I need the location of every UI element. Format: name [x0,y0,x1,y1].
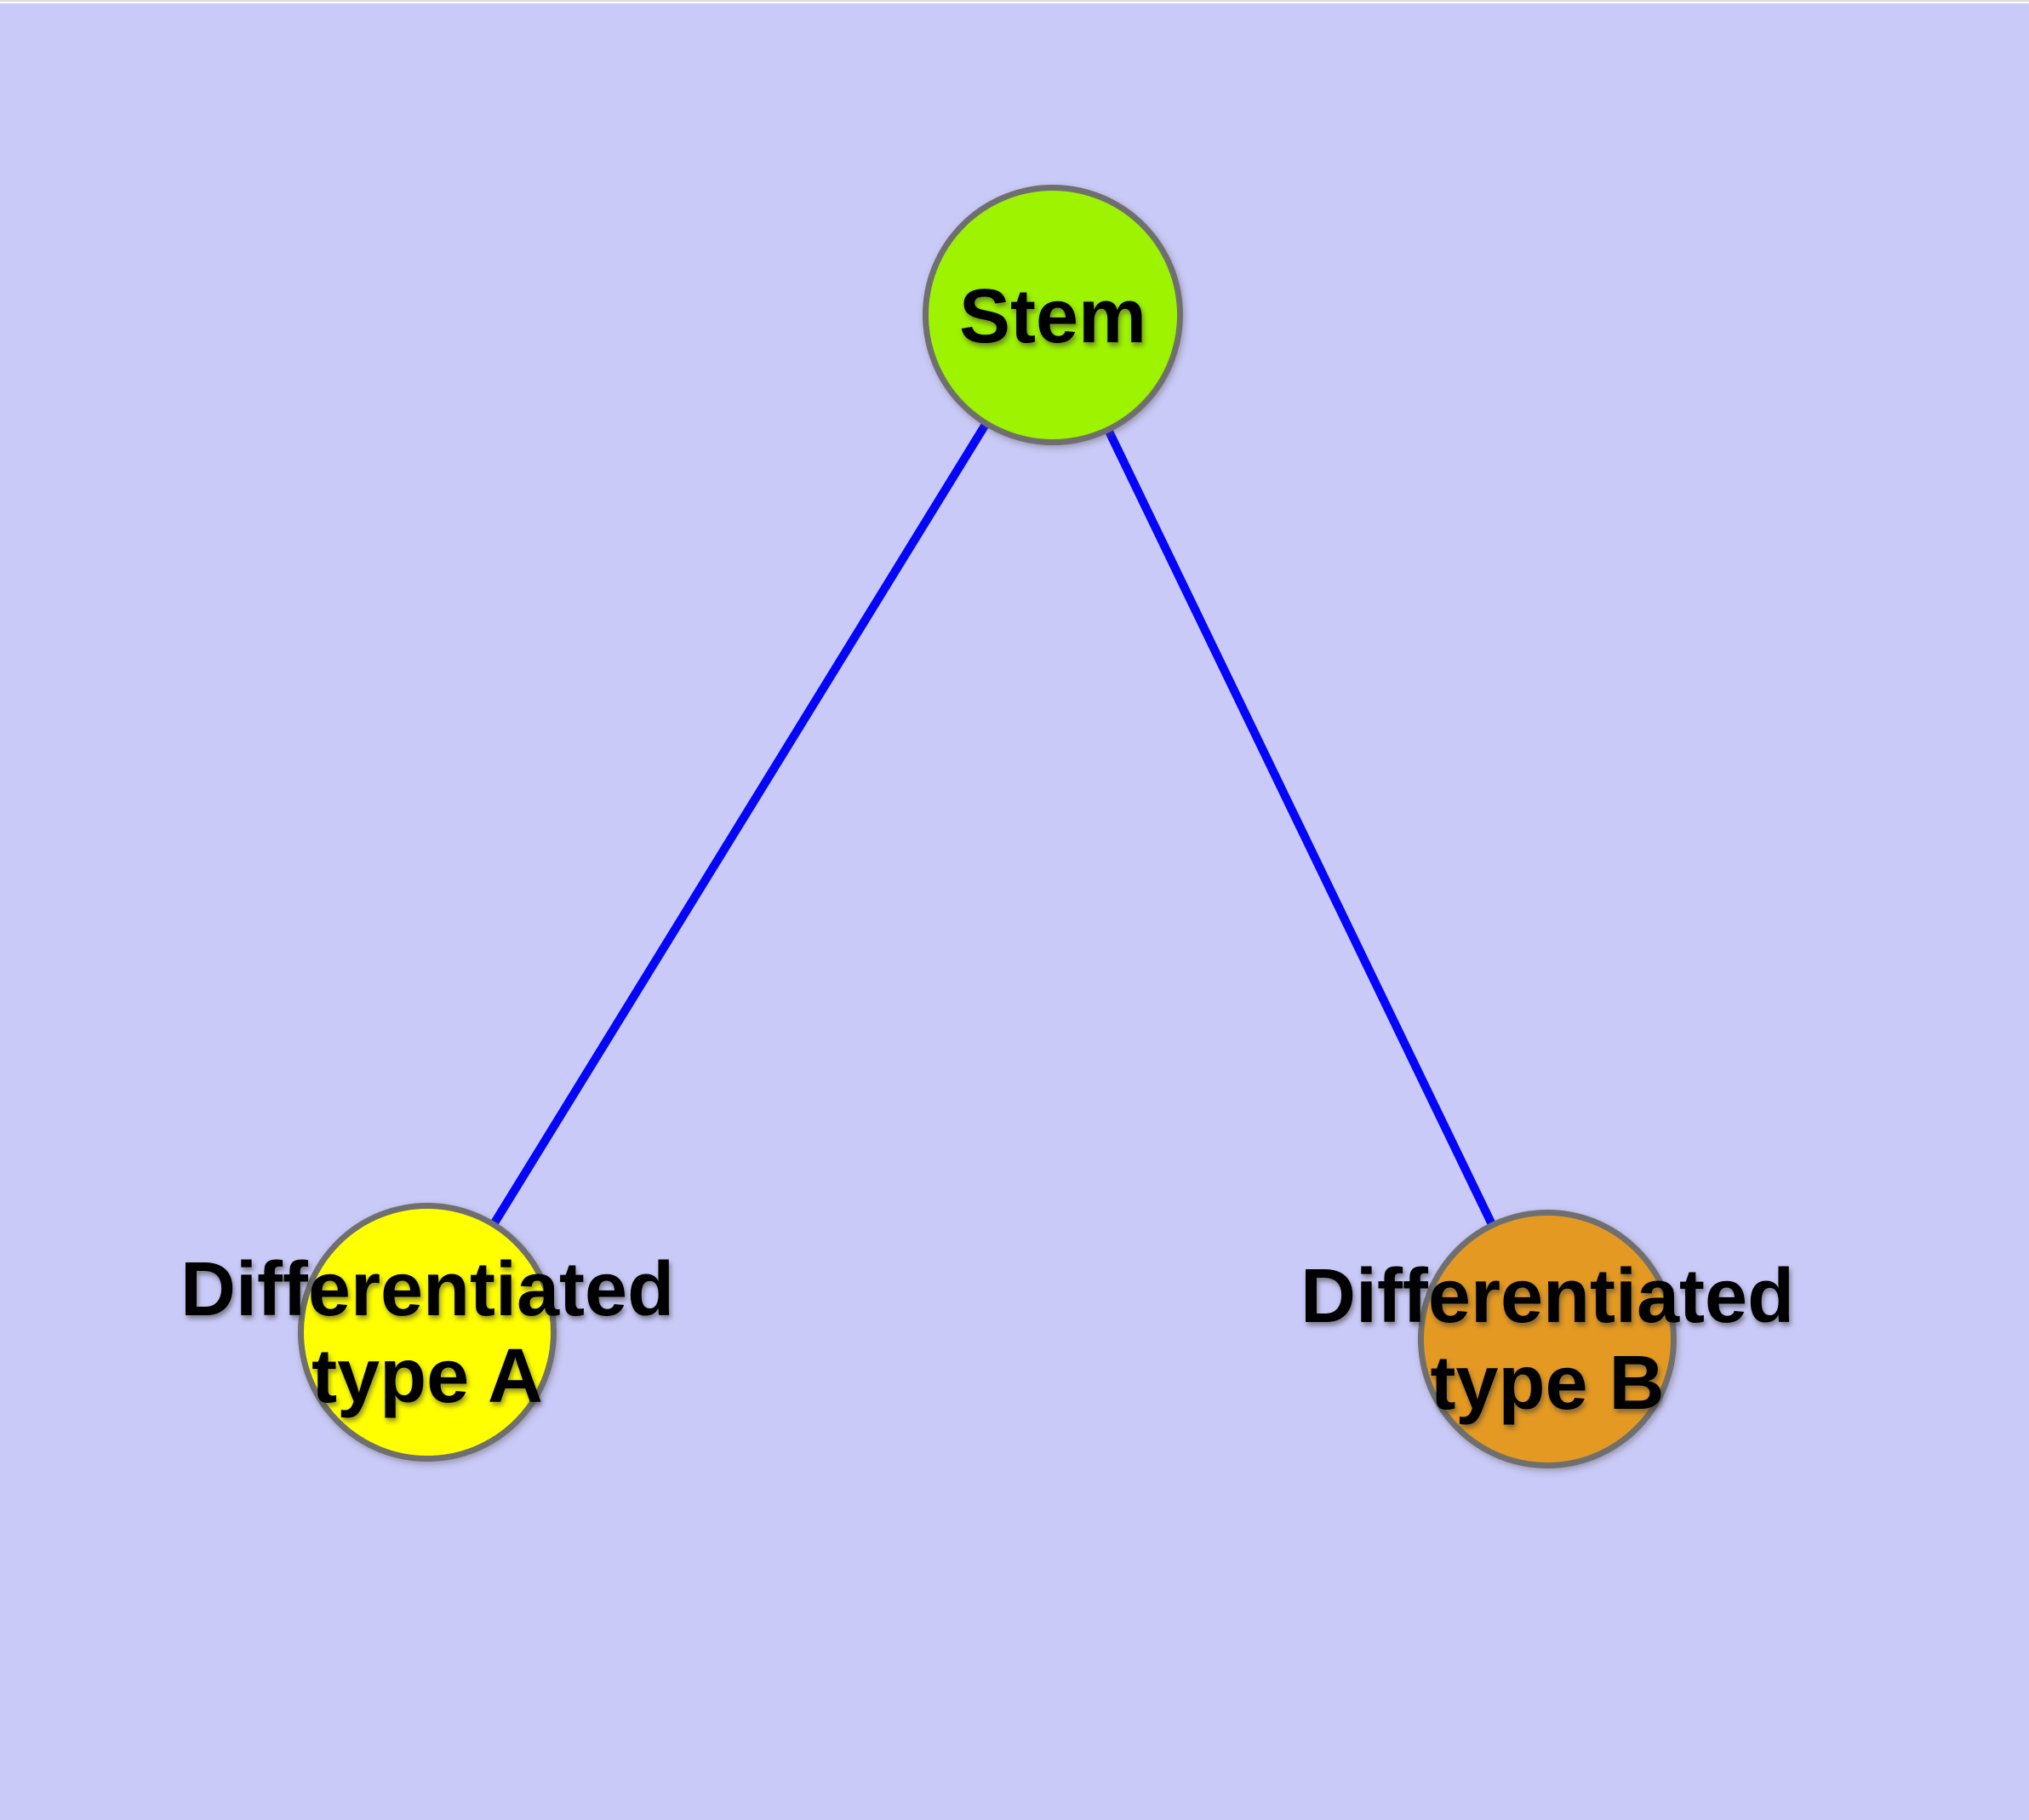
node-differentiated-type-a[interactable] [298,1203,557,1462]
node-differentiated-type-b[interactable] [1418,1210,1677,1468]
node-stem[interactable] [923,185,1183,445]
edge-stem-to-type-b [1049,312,1552,1342]
window-top-strip [0,0,2029,3]
edge-stem-to-type-a [423,312,1057,1335]
